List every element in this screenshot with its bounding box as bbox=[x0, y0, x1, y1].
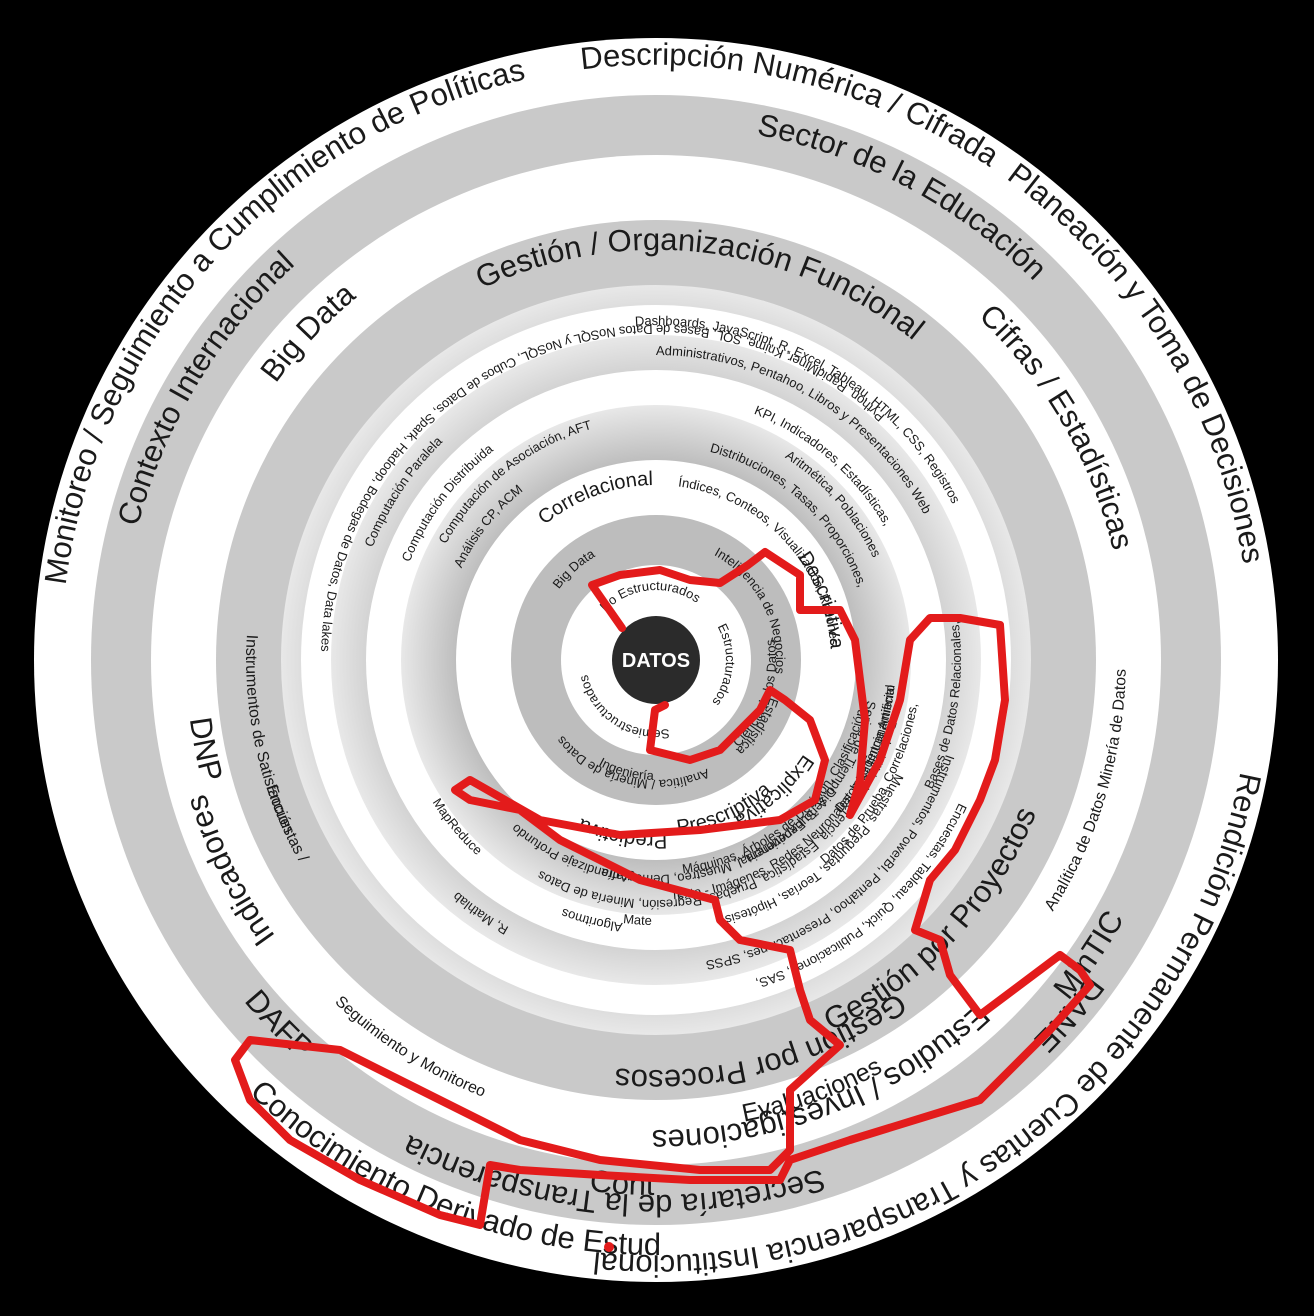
red-annotation-stroke bbox=[231, 548, 1094, 1229]
red-dot bbox=[604, 1242, 614, 1252]
center-label: DATOS bbox=[622, 650, 690, 672]
center-disc bbox=[612, 616, 700, 704]
